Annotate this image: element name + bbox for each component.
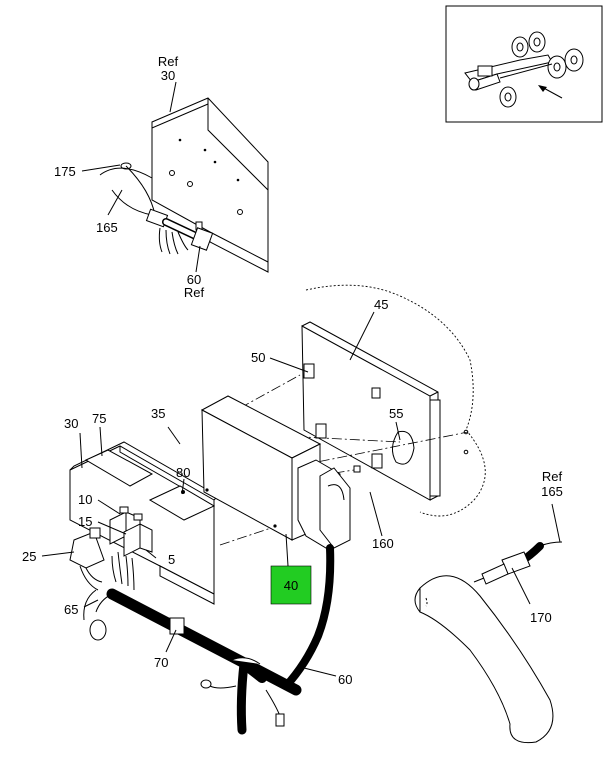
callout-labels: Ref 30 175 165 60 Ref 45 50 35 55 30 75 …	[22, 54, 563, 687]
hole-55	[392, 430, 415, 465]
callout-60-num: 60	[187, 272, 201, 287]
callout-30: 30	[64, 416, 78, 431]
callout-25: 25	[22, 549, 36, 564]
callout-15: 15	[78, 514, 92, 529]
callout-ref30-ref: Ref	[158, 54, 179, 69]
hose-tube	[419, 575, 554, 744]
relays	[109, 506, 153, 557]
wiring-harness-60	[83, 544, 335, 735]
callout-165: 165	[96, 220, 118, 235]
upper-bracket-assembly	[99, 97, 269, 273]
callout-175: 175	[54, 164, 76, 179]
highlight-box-40[interactable]	[270, 565, 312, 605]
locator-arrow	[538, 85, 563, 99]
callout-60b: 60	[338, 672, 352, 687]
module-40	[200, 395, 351, 549]
inset-frame	[445, 5, 603, 123]
callout-ref165-num: 165	[541, 484, 563, 499]
callout-35: 35	[151, 406, 165, 421]
callout-80: 80	[176, 465, 190, 480]
callout-45: 45	[374, 297, 388, 312]
connector-25	[69, 527, 105, 591]
callout-5: 5	[168, 552, 175, 567]
vehicle-locator-inset	[445, 5, 603, 123]
callout-65: 65	[64, 602, 78, 617]
clamp-70	[169, 617, 185, 635]
callout-70: 70	[154, 655, 168, 670]
hose-assembly	[414, 541, 563, 744]
callout-50: 50	[251, 350, 265, 365]
callout-55: 55	[389, 406, 403, 421]
callout-40[interactable]: 40	[284, 578, 298, 593]
truck-chassis-sketch	[464, 31, 584, 108]
callout-60-ref: Ref	[184, 285, 205, 300]
callout-160: 160	[372, 536, 394, 551]
callout-ref165-ref: Ref	[542, 469, 563, 484]
callout-ref30-num: 30	[161, 68, 175, 83]
leader-lines	[41, 81, 561, 677]
callout-10: 10	[78, 492, 92, 507]
label-panel-80	[148, 485, 216, 521]
connector-65	[89, 619, 107, 641]
callout-170: 170	[530, 610, 552, 625]
label-panel-75	[84, 449, 154, 487]
mounting-plate-45	[301, 284, 486, 517]
callout-75: 75	[92, 411, 106, 426]
